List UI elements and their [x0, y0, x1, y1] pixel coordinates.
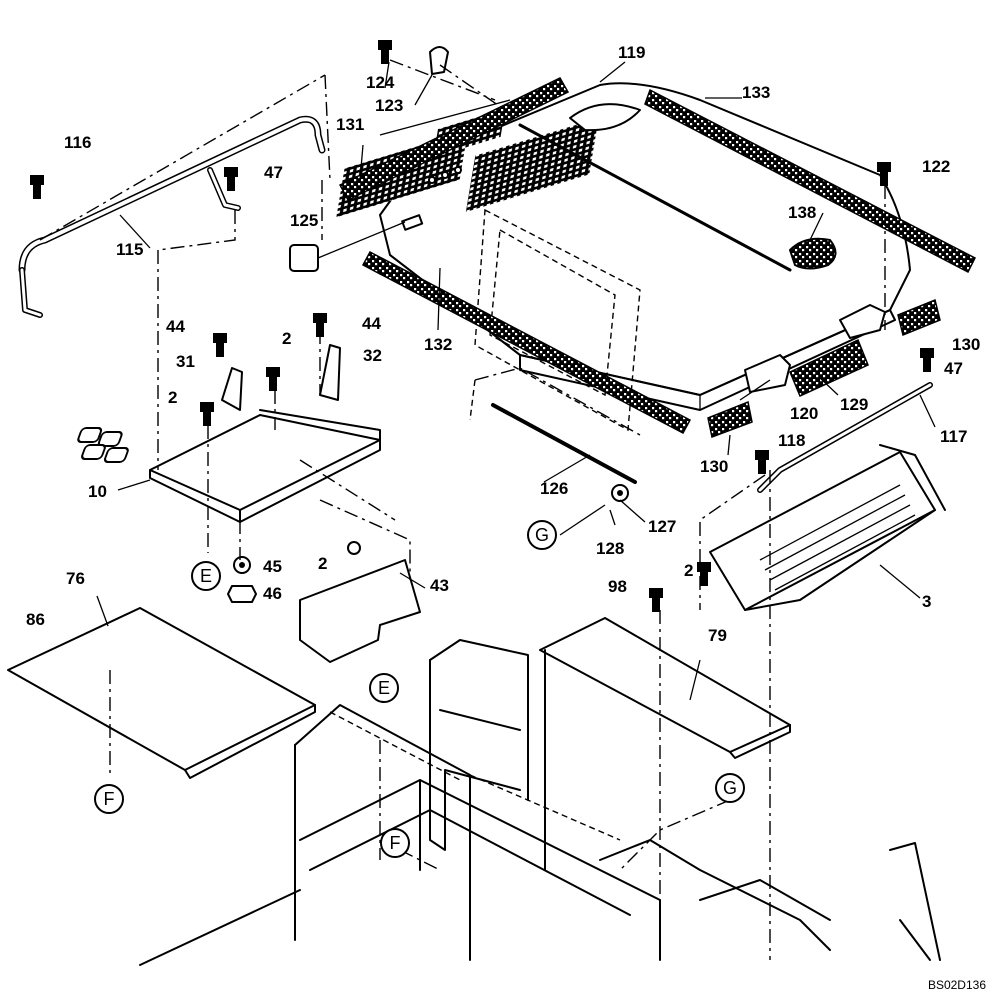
label-3: 3	[922, 592, 932, 611]
label-119: 119	[618, 43, 646, 62]
handrail-left	[18, 74, 331, 318]
label-125: 125	[290, 211, 319, 230]
label-2-left: 2	[168, 388, 178, 407]
floor-plate-right	[539, 617, 791, 759]
label-131: 131	[336, 115, 365, 134]
label-76: 76	[66, 569, 85, 588]
label-117: 117	[940, 427, 968, 446]
label-98: 98	[608, 577, 627, 596]
floor-plate-left	[7, 607, 316, 779]
label-132: 132	[424, 335, 453, 354]
latches	[221, 344, 341, 411]
label-44-left: 44	[166, 317, 185, 336]
label-2-lower: 2	[318, 554, 328, 573]
label-133: 133	[742, 83, 771, 102]
bolts	[30, 40, 934, 670]
grommet	[289, 244, 319, 272]
label-124: 124	[366, 73, 395, 92]
label-118: 118	[778, 431, 806, 450]
label-116: 116	[64, 133, 92, 152]
label-129: 129	[840, 395, 869, 414]
ref-marker-f-frame: F	[380, 828, 410, 858]
label-47-top: 47	[264, 163, 283, 182]
label-44-right: 44	[362, 314, 381, 333]
ref-marker-g: G	[527, 520, 557, 550]
leader-lines	[96, 59, 936, 960]
ref-marker-g-frame: G	[715, 773, 745, 803]
label-32: 32	[363, 346, 382, 365]
mounting-plate	[77, 409, 381, 523]
label-130-left: 130	[700, 457, 729, 476]
bracket	[299, 559, 421, 663]
machine-frame	[139, 639, 941, 966]
label-46: 46	[263, 584, 282, 603]
label-31: 31	[176, 352, 195, 371]
label-2-upper: 2	[282, 329, 292, 348]
label-123: 123	[375, 96, 404, 115]
ref-marker-e-frame: E	[369, 673, 399, 703]
label-138: 138	[788, 203, 817, 222]
label-45: 45	[263, 557, 282, 576]
clip	[429, 46, 449, 75]
diagram-code: BS02D136	[927, 978, 986, 992]
label-126: 126	[540, 479, 569, 498]
label-47-right: 47	[944, 359, 963, 378]
label-115: 115	[116, 240, 144, 259]
label-2-right: 2	[684, 561, 694, 580]
step-assembly	[709, 382, 946, 611]
label-120: 120	[790, 404, 819, 423]
label-128: 128	[596, 539, 625, 558]
label-10: 10	[88, 482, 107, 501]
label-86: 86	[26, 610, 45, 629]
ref-marker-e: E	[191, 561, 221, 591]
label-122: 122	[922, 157, 951, 176]
label-79: 79	[708, 626, 727, 645]
label-127: 127	[648, 517, 677, 536]
seal-strips	[338, 77, 977, 439]
label-130-right: 130	[952, 335, 981, 354]
ref-marker-f: F	[94, 784, 124, 814]
support-rod	[469, 367, 641, 484]
label-43: 43	[430, 576, 449, 595]
